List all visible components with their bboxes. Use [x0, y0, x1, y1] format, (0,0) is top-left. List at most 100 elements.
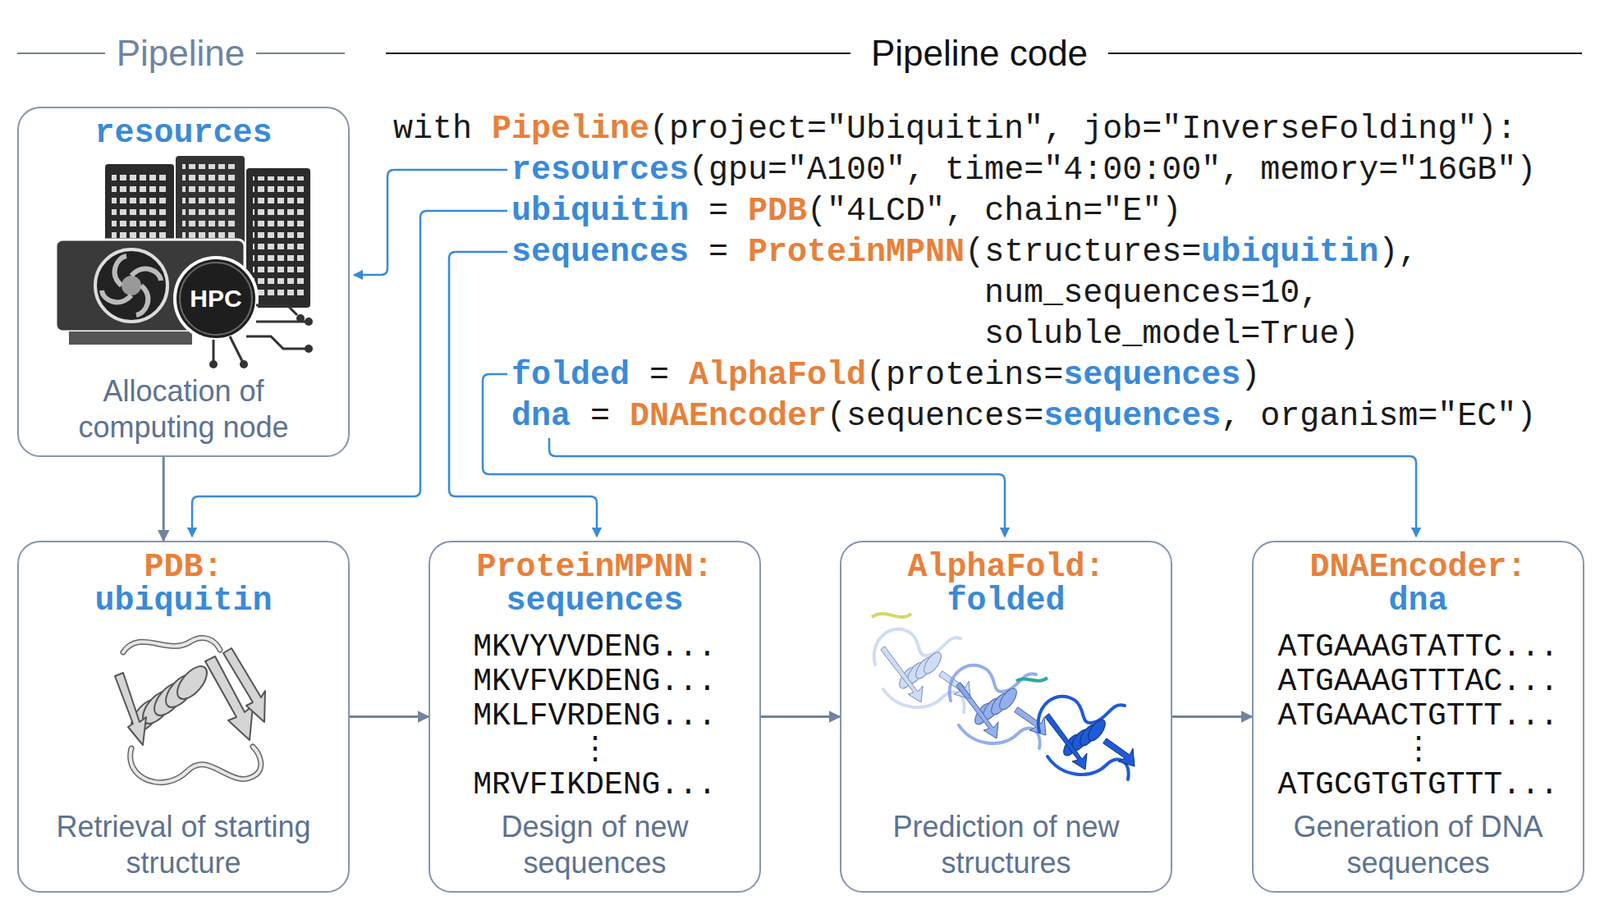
hpc-illustration — [68, 331, 193, 345]
code-token: sequences — [1063, 357, 1241, 395]
hpc-illustration — [55, 155, 313, 369]
ubiquitin-structure — [114, 648, 266, 746]
hpc-illustration — [304, 344, 313, 354]
header-label: Pipeline — [116, 32, 246, 74]
code-block: with Pipeline(project="Ubiquitin", job="I… — [393, 109, 1536, 438]
flow-arrow — [1172, 715, 1252, 719]
header-rules — [385, 52, 851, 55]
heading-text: DNAEncoder: — [1309, 550, 1527, 585]
hpc-badge-text: HPC — [189, 284, 242, 313]
stage-box: AlphaFold:foldedPrediction of new struct… — [839, 540, 1173, 894]
code-line: resources(gpu="A100", time="4:00:00", me… — [393, 150, 1536, 192]
header-rules — [256, 52, 345, 55]
code-line: num_sequences=10, — [393, 273, 1536, 315]
code-line: folded=AlphaFold(proteins=sequences) — [393, 355, 1536, 397]
code-leader-lines — [549, 438, 1417, 537]
sequence-text: ATGAAAGTATTC... — [1277, 630, 1559, 665]
resource-box: resourcesAllocation of computing node — [17, 106, 350, 458]
header-label: Pipeline code — [871, 32, 1088, 74]
caption-text: Retrieval of starting structure — [48, 809, 320, 882]
code-token: dna — [511, 398, 571, 436]
stage-box: ProteinMPNN:sequencesMKVYVVDENG...MKVFVK… — [428, 540, 762, 894]
sequence-list: ATGAAAGTATTC...ATGAAAGTTTAC...ATGAAACTGT… — [1253, 630, 1583, 803]
sequence-text: MKVYVVDENG... — [472, 630, 716, 665]
box-heading: resources — [18, 116, 349, 151]
code-token: Pipeline — [491, 110, 650, 148]
ubiquitin-structure — [223, 648, 266, 723]
ubiquitin-structure — [205, 656, 253, 741]
code-token: DNAEncoder — [629, 398, 827, 436]
ubiquitin-structure — [171, 661, 212, 705]
code-token: (project="Ubiquitin", job="InverseFoldin… — [649, 110, 1517, 148]
code-token: ProteinMPNN — [747, 233, 965, 271]
hpc-illustration — [252, 176, 304, 300]
code-line: with Pipeline(project="Ubiquitin", job="I… — [393, 109, 1536, 151]
ubiquitin-structure — [123, 637, 221, 653]
sequence-list: MKVYVVDENG...MKVFVKDENG...MKLFVRDENG...⋮… — [430, 630, 760, 803]
hpc-illustration — [213, 305, 306, 362]
box-heading: PDB:ubiquitin — [18, 550, 349, 619]
sequence-text: ⋮ — [1402, 733, 1435, 769]
heading-text: PDB: — [143, 550, 223, 585]
code-token: soluble_model=True) — [984, 316, 1359, 354]
heading-text: resources — [94, 116, 272, 151]
code-token: with — [393, 110, 473, 148]
caption-row: Design of new sequences — [430, 809, 760, 882]
header-rules — [17, 52, 106, 55]
code-line: ubiquitin = PDB("4LCD", chain="E") — [393, 191, 1536, 233]
code-leader-lines — [192, 169, 1417, 537]
box-heading: ProteinMPNN:sequences — [430, 550, 760, 619]
code-token: ubiquitin — [1201, 233, 1379, 271]
code-token: ) — [1240, 357, 1261, 395]
code-token: ubiquitin — [511, 192, 689, 230]
code-leader-lines — [449, 252, 597, 537]
code-token: = — [708, 192, 729, 230]
code-token: num_sequences=10, — [984, 275, 1320, 312]
code-token: folded — [511, 357, 630, 395]
sequence-text: ATGAAACTGTTT... — [1277, 699, 1559, 734]
code-token: ), — [1378, 233, 1418, 271]
heading-text: ProteinMPNN: — [476, 550, 713, 585]
flow-arrow — [761, 715, 840, 719]
sequence-text: ATGCGTGTGTTT... — [1277, 768, 1559, 803]
code-token: = — [590, 398, 610, 436]
code-token: sequences — [1043, 398, 1221, 436]
code-line: sequences=ProteinMPNN(structures=ubiquit… — [393, 232, 1536, 274]
hpc-illustration — [179, 262, 253, 335]
alphafold-structures — [871, 614, 912, 618]
ubiquitin-structure — [123, 637, 221, 653]
ubiquitin-structure — [130, 747, 262, 784]
sequence-text: MKVFVKDENG... — [472, 664, 716, 700]
alphafold-structures — [949, 665, 1046, 749]
caption-row: Generation of DNA sequences — [1253, 809, 1583, 882]
box-heading: DNAEncoder:dna — [1253, 550, 1583, 619]
hpc-illustration — [209, 360, 218, 369]
code-token: (structures= — [964, 233, 1202, 271]
ubiquitin-structure — [114, 637, 266, 783]
caption-text: Allocation of computing node — [48, 373, 320, 446]
code-line: dna=DNAEncoder(sequences=sequences, orga… — [393, 396, 1536, 438]
stage-box: PDB:ubiquitinRetrieval of starting struc… — [17, 540, 350, 894]
alphafold-structures — [1038, 696, 1135, 780]
hpc-illustration — [121, 275, 142, 296]
heading-text: ubiquitin — [94, 584, 272, 619]
code-leader-lines — [192, 210, 508, 537]
code-token: ("4LCD", chain="E") — [806, 192, 1182, 230]
caption-row: Retrieval of starting structure — [18, 809, 349, 882]
sequence-text: ⋮ — [579, 733, 611, 769]
sequence-text: MKLFVRDENG... — [472, 699, 716, 734]
heading-text: AlphaFold: — [907, 550, 1105, 585]
hpc-illustration — [95, 249, 168, 322]
hpc-illustration — [304, 317, 313, 326]
code-token: (gpu="A100", time="4:00:00", memory="16G… — [688, 151, 1536, 189]
ubiquitin-structure — [130, 747, 262, 784]
caption-row: Prediction of new structures — [841, 809, 1171, 882]
heading-text: sequences — [505, 584, 684, 619]
alphafold-structures — [874, 629, 971, 713]
alphafold-structures — [871, 614, 1135, 780]
code-token: PDB — [747, 192, 807, 230]
code-token: (proteins= — [866, 357, 1064, 395]
code-token: , organism="EC") — [1220, 398, 1536, 436]
